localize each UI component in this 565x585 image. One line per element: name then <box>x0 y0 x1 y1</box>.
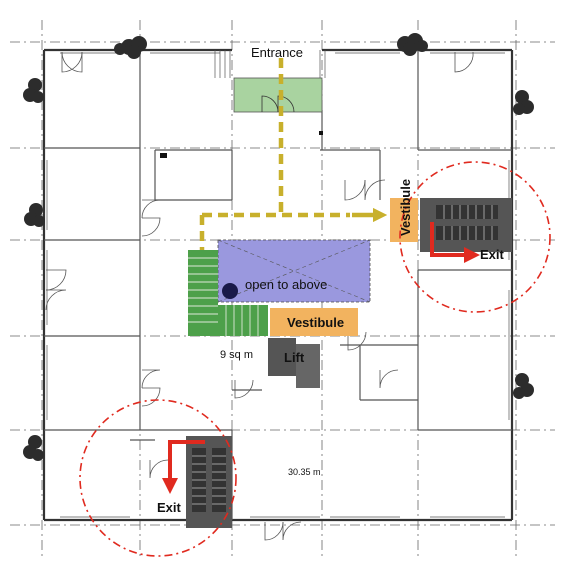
tree-icon <box>513 90 534 115</box>
area-large-label: 30.35 m <box>288 467 321 477</box>
fixture <box>160 153 167 158</box>
exit-zone-left <box>79 399 237 557</box>
area-small-label: 9 sq m <box>220 349 253 361</box>
lift-shaft-2 <box>296 344 320 388</box>
exit-route-right <box>430 222 466 257</box>
entrance-steps <box>214 50 326 78</box>
tree-icon <box>397 33 428 56</box>
tree-icon <box>23 435 44 461</box>
tree-icon <box>24 203 45 227</box>
circulation-path <box>199 58 350 250</box>
lift-shaft <box>268 338 296 376</box>
exit-zone-right <box>399 161 551 313</box>
trees <box>23 33 534 461</box>
tree-icon <box>513 373 534 399</box>
vestibule-mid-label: Vestibule <box>287 315 344 330</box>
exit-right-label: Exit <box>480 247 505 262</box>
vestibule-top-area <box>390 198 418 242</box>
tree-icon <box>114 36 147 59</box>
vestibule-mid-area <box>270 308 358 336</box>
doors <box>45 51 474 541</box>
lift-label: Lift <box>284 350 305 365</box>
stair-direction-icon <box>222 283 238 299</box>
main-staircase <box>188 250 268 336</box>
exit-left-label: Exit <box>157 500 182 515</box>
interior-walls <box>44 50 512 520</box>
vestibule-top-label: Vestibule <box>398 179 413 236</box>
tree-icon <box>23 78 44 103</box>
fixture <box>319 131 323 135</box>
exit-route-left <box>168 440 205 480</box>
entrance-label: Entrance <box>251 45 303 60</box>
left-exit-staircase <box>186 436 232 528</box>
right-exit-staircase <box>420 198 512 252</box>
open-to-above-label: open to above <box>245 277 327 292</box>
